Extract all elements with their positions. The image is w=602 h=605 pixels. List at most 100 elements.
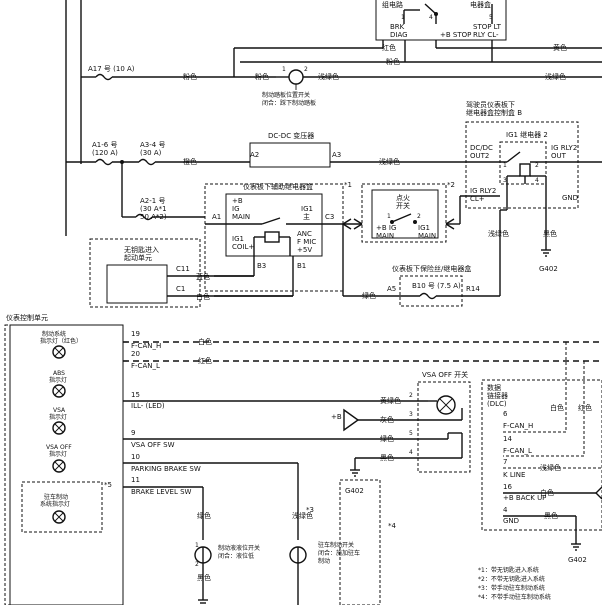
dlc-ground-label: G402 [568, 556, 587, 564]
fuse-b10-box-title: 仪表板下保险丝/继电器盒 [392, 264, 471, 273]
passenger-box-title: 仪表板下辅助继电器盒 [243, 182, 313, 191]
instrument-unit-title: 仪表控制单元 [6, 313, 48, 322]
dlc-pin6: 6 [503, 410, 508, 418]
relay-pin-1: 1 [503, 162, 507, 169]
dlc-title-2: 链接器 [487, 391, 508, 400]
brake-switch-pin1: 1 [282, 66, 286, 73]
relay-title: IG1 继电器 2 [506, 130, 548, 139]
relay-box-b-title-2: 继电器盒控制盒 B [466, 108, 522, 117]
fuse-a21: A2-1 号 (30 A*1 50 A*2) [122, 197, 205, 221]
top-right-label: 电器盒 [470, 0, 491, 9]
diag-label: DIAG [390, 31, 408, 39]
dlc-pin4: 4 [503, 506, 508, 514]
fuse-a34-rating: (30 A) [140, 149, 162, 157]
fuse-b10-label: B10 号 (7.5 A) [412, 282, 461, 290]
smart-wire-c1: 白色 [196, 292, 210, 301]
brake-switch-pin2: 2 [304, 66, 308, 73]
dcdc-a3: A3 [332, 151, 341, 159]
note-2: *2：不带无钥匙进入系统 [478, 575, 545, 583]
passenger-relay-box: 仪表板下辅助继电器盒 *1 +B IG MAIN IG1 主 IG1 COIL+… [196, 181, 352, 297]
pbox-b3: B3 [257, 262, 266, 270]
fuse-a17: A17 号 (10 A) 粉色 [81, 65, 276, 81]
dlc-wire-black: 黑色 [544, 511, 558, 520]
brake-level-switch: 绿色 1 2 制动液液位开关 闭合：液位低 黑色 [194, 511, 260, 604]
relay-box-b-title-1: 驾驶员仪表板下 [466, 100, 515, 109]
dlc-pin14-name: F-CAN_L [503, 447, 532, 455]
vsa-off-lamp-label-2: 指示灯 [49, 450, 67, 458]
pbox-fmic: F MIC [297, 238, 316, 246]
dlc-wire-lightgreen: 浅绿色 [540, 463, 561, 472]
brake-lamp-label-1: 制动系统 [42, 330, 66, 338]
dcdc-wire-out: 浅绿色 [379, 157, 400, 166]
fuse-a34-label: A3-4 号 [140, 141, 165, 149]
smart-c11: C11 [176, 265, 190, 273]
parking-label-3: 制动 [318, 557, 330, 565]
top-pin-4: 4 [429, 14, 433, 21]
parking-lamp-label-1: 驻车制动 [44, 493, 68, 501]
sig19-pin: 19 [131, 330, 140, 338]
relay-dc-out-1: DC/DC [470, 144, 493, 152]
wire-orange-label: 橙色 [183, 157, 197, 166]
relay-pin-4: 4 [535, 177, 539, 184]
vsa-pin-4: 4 [409, 449, 413, 456]
brake-switch-label-2: 闭合：踩下制动踏板 [262, 99, 316, 107]
vsa-off-lamp-label-1: VSA OFF [46, 444, 72, 451]
brake-lamp-label-2: 指示灯（红色） [40, 337, 82, 345]
sig19-name: F-CAN_H [131, 342, 161, 350]
brake-switch-wire-right: 浅绿色 [318, 72, 339, 81]
pbox-main2-label: 主 [303, 212, 310, 221]
note-1: *1：带无钥匙进入系统 [478, 566, 539, 574]
smart-box-title-2: 起动单元 [124, 253, 152, 262]
dlc-pin16: 16 [503, 483, 512, 491]
wire-red-label: 红色 [382, 43, 396, 52]
level-label-2: 闭合：液位低 [218, 552, 254, 560]
dlc-pin7: 7 [503, 458, 507, 466]
vsa-lamp-label-2: 指示灯 [49, 413, 67, 421]
ignition-title-2: 开关 [396, 201, 410, 210]
fuse-a17-label: A17 号 (10 A) [88, 65, 135, 73]
dcdc-a2: A2 [250, 151, 259, 159]
fuse-a21-rating1: (30 A*1 [140, 205, 167, 213]
abs-lamp-label-2: 指示灯 [49, 376, 67, 384]
fuse-a21-label: A2-1 号 [140, 197, 165, 205]
sig9-name: VSA OFF SW [131, 441, 175, 449]
parking-label-2: 闭合：施加驻车 [318, 549, 360, 557]
sig15-name: ILL- (LED) [131, 402, 165, 410]
relay-wire-right: 黑色 [543, 229, 557, 238]
relay-ig-out-1: IG RLY2 [551, 144, 577, 152]
fuse-b10-a5: A5 [387, 285, 396, 293]
ignition-main1: MAIN [376, 232, 394, 240]
sig10-pin: 10 [131, 453, 140, 461]
sig20-name: F-CAN_L [131, 362, 160, 370]
ignition-switch: *2 点火 开关 1 2 +B IG MAIN IG1 MAIN [342, 181, 500, 243]
ignition-ig1: IG1 [418, 224, 430, 232]
dlc-pin6-name: F-CAN_H [503, 422, 533, 430]
fuse-b10-wire: 绿色 [362, 291, 376, 300]
brk-label: BRK [390, 23, 405, 31]
ignition-b-ig: +B IG [376, 224, 396, 232]
level-wire-bottom: 黑色 [197, 573, 211, 582]
pbox-a1: A1 [212, 213, 221, 221]
dlc-wire-white2: 白色 [540, 488, 554, 497]
dlc-title-3: (DLC) [487, 400, 507, 408]
footnotes: *1：带无钥匙进入系统 *2：不带无钥匙进入系统 *3：带手动驻车制动系统 *4… [478, 566, 551, 601]
sig11-pin: 11 [131, 476, 140, 484]
relay-dc-out-2: OUT2 [470, 152, 489, 160]
vsa-pin-2: 2 [409, 392, 413, 399]
ignition-main2: MAIN [418, 232, 436, 240]
fuse-a16-rating: (120 A) [92, 149, 118, 157]
star4-label: *4 [388, 522, 397, 530]
signal-lines: 19 F-CAN_H 白色 20 F-CAN_L 红色 15 ILL- (LED… [123, 330, 602, 540]
dcdc-title: DC-DC 变压器 [268, 131, 314, 140]
smart-box-title-1: 无钥匙进入 [124, 245, 159, 254]
fuse-b10-r14: R14 [466, 285, 480, 293]
top-pin-1: 1 [401, 14, 405, 21]
relay-pin-2: 2 [535, 162, 539, 169]
vsa-switch-title: VSA OFF 开关 [422, 370, 468, 379]
pbox-ig-label: IG [232, 205, 240, 213]
level-pin2: 2 [195, 561, 199, 568]
vsa-ground-label: G402 [345, 487, 364, 495]
ignition-pin1: 1 [387, 213, 391, 220]
dlc-title-1: 数据 [487, 383, 501, 392]
vsa-lamp-label-1: VSA [53, 407, 66, 414]
